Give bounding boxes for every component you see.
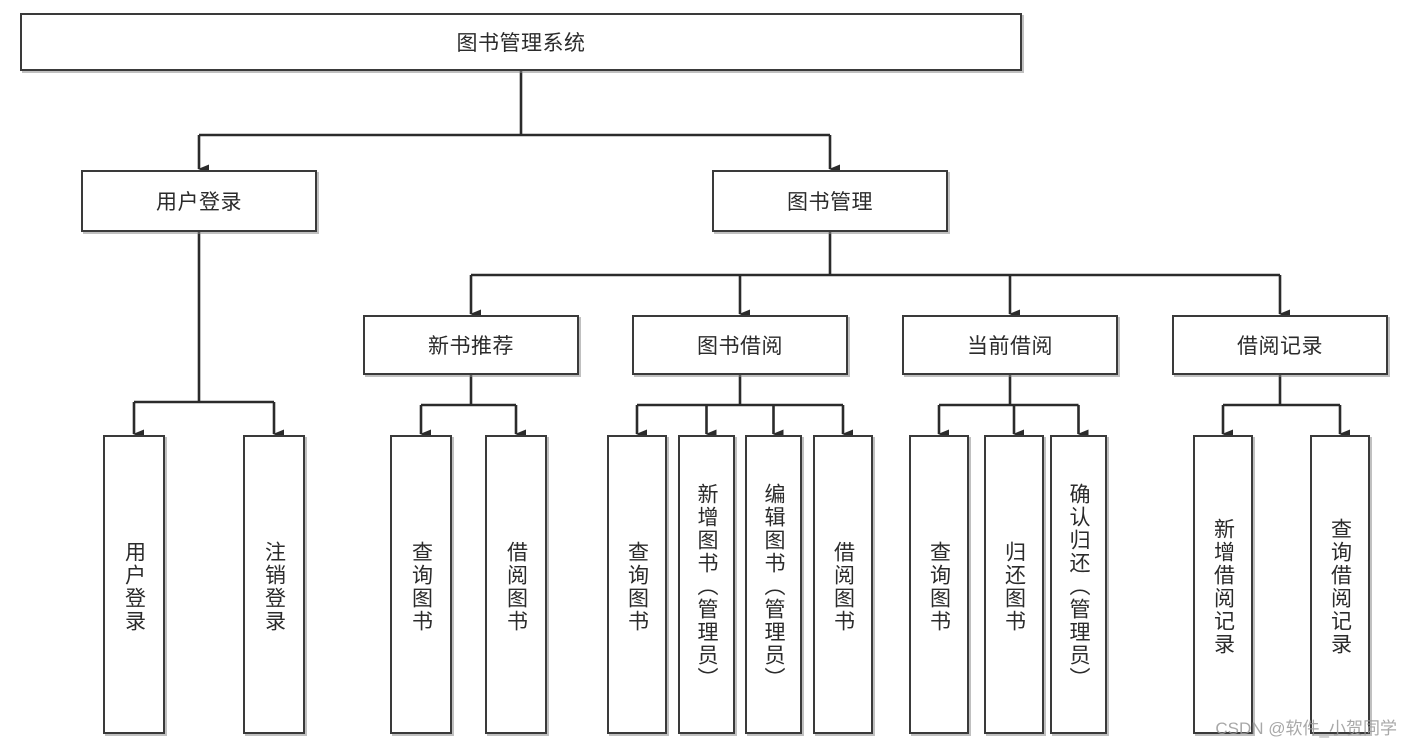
node-label: 查询借阅记录 xyxy=(1328,517,1352,656)
node-label: 用户登录 xyxy=(122,540,146,633)
node-cur-confirm-return[interactable]: 确认归还（管理员） xyxy=(1050,435,1107,734)
node-label: 图书管理系统 xyxy=(456,32,586,55)
node-book-manage[interactable]: 图书管理 xyxy=(712,170,948,232)
node-cur-query-book[interactable]: 查询图书 xyxy=(909,435,969,734)
node-label: 图书管理 xyxy=(787,191,873,214)
node-label: 借阅图书 xyxy=(504,540,528,633)
node-label: 当前借阅 xyxy=(967,335,1053,358)
node-borrow-do-borrow[interactable]: 借阅图书 xyxy=(813,435,873,734)
node-rec-add-record[interactable]: 新增借阅记录 xyxy=(1193,435,1253,734)
node-label: 新增借阅记录 xyxy=(1211,517,1235,656)
node-book-borrow[interactable]: 图书借阅 xyxy=(632,315,848,375)
watermark-label: CSDN @软件_小贺同学 xyxy=(1215,719,1397,738)
node-new-book-recommend[interactable]: 新书推荐 xyxy=(363,315,579,375)
node-user-login-do[interactable]: 用户登录 xyxy=(103,435,165,734)
node-label: 注销登录 xyxy=(262,540,286,633)
node-label: 确认归还（管理员） xyxy=(1067,483,1090,690)
node-cur-return-book[interactable]: 归还图书 xyxy=(984,435,1044,734)
node-label: 借阅图书 xyxy=(831,540,855,633)
node-borrow-edit-book[interactable]: 编辑图书（管理员） xyxy=(745,435,802,734)
node-label: 查询图书 xyxy=(927,540,951,633)
node-label: 用户登录 xyxy=(156,191,242,214)
node-label: 借阅记录 xyxy=(1237,335,1323,358)
node-rec-query-book[interactable]: 查询图书 xyxy=(390,435,452,734)
node-root[interactable]: 图书管理系统 xyxy=(20,13,1022,71)
node-rec-query-record[interactable]: 查询借阅记录 xyxy=(1310,435,1370,734)
node-label: 新书推荐 xyxy=(428,335,514,358)
node-borrow-query-book[interactable]: 查询图书 xyxy=(607,435,667,734)
node-current-borrow[interactable]: 当前借阅 xyxy=(902,315,1118,375)
node-label: 图书借阅 xyxy=(697,335,783,358)
node-label: 编辑图书（管理员） xyxy=(762,483,785,690)
node-borrow-add-book[interactable]: 新增图书（管理员） xyxy=(678,435,735,734)
node-borrow-record[interactable]: 借阅记录 xyxy=(1172,315,1388,375)
node-label: 新增图书（管理员） xyxy=(695,483,718,690)
node-label: 归还图书 xyxy=(1002,540,1026,633)
node-rec-borrow-book[interactable]: 借阅图书 xyxy=(485,435,547,734)
node-label: 查询图书 xyxy=(625,540,649,633)
node-user-logout[interactable]: 注销登录 xyxy=(243,435,305,734)
node-user-login[interactable]: 用户登录 xyxy=(81,170,317,232)
node-label: 查询图书 xyxy=(409,540,433,633)
